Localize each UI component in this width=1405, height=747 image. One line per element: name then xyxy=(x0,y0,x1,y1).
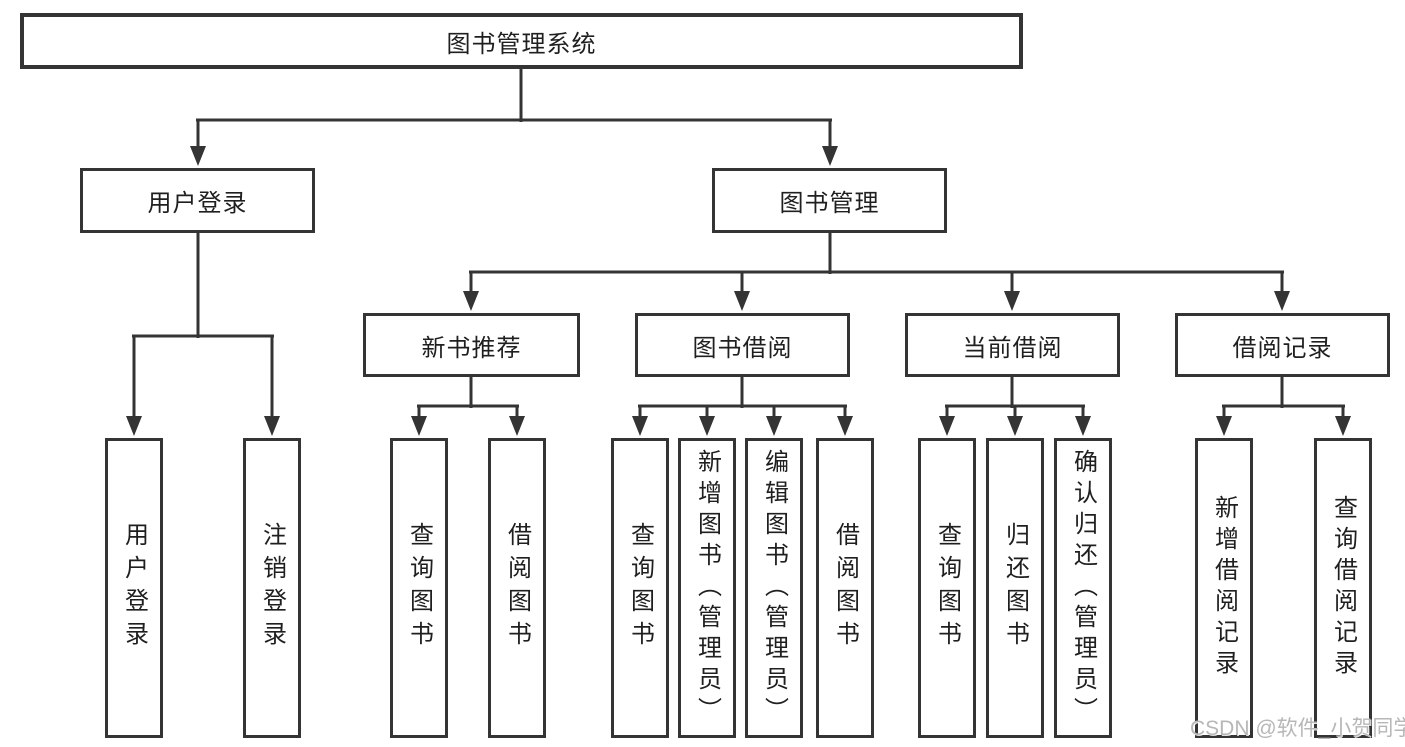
arrowhead-down-icon xyxy=(837,416,853,436)
arrowhead-down-icon xyxy=(632,416,648,436)
arrowhead-down-icon xyxy=(1274,291,1290,311)
arrowhead-down-icon xyxy=(411,416,427,436)
arrowhead-down-icon xyxy=(463,291,479,311)
csdn-watermark: CSDN @软件_小贺同学 xyxy=(1190,717,1405,740)
leaf-user-login: 用户登录 xyxy=(105,438,163,738)
arrowhead-down-icon xyxy=(1007,416,1023,436)
arrowhead-down-icon xyxy=(822,146,838,166)
leaf-borrow-book: 借阅图书 xyxy=(816,438,874,738)
leaf-logout: 注销登录 xyxy=(243,438,301,738)
leaf-borrow-book-recommend: 借阅图书 xyxy=(488,438,546,738)
arrowhead-down-icon xyxy=(264,416,280,436)
node-group-new-book-recommend: 新书推荐 xyxy=(363,313,580,377)
leaf-confirm-return-admin: 确认归还（管理员） xyxy=(1054,438,1112,738)
arrowhead-down-icon xyxy=(509,416,525,436)
node-group-current-borrow: 当前借阅 xyxy=(905,313,1120,377)
node-book-management-branch: 图书管理 xyxy=(712,168,947,233)
arrowhead-down-icon xyxy=(126,416,142,436)
arrowhead-down-icon xyxy=(734,291,750,311)
arrowhead-down-icon xyxy=(1335,416,1351,436)
node-group-book-borrow: 图书借阅 xyxy=(635,313,850,377)
arrowhead-down-icon xyxy=(699,416,715,436)
arrowhead-down-icon xyxy=(190,146,206,166)
leaf-query-books-borrow: 查询图书 xyxy=(611,438,669,738)
leaf-query-books-recommend: 查询图书 xyxy=(390,438,448,738)
arrowhead-down-icon xyxy=(1216,416,1232,436)
leaf-add-borrow-record: 新增借阅记录 xyxy=(1195,438,1253,738)
node-library-system-root: 图书管理系统 xyxy=(20,13,1023,69)
leaf-query-borrow-record: 查询借阅记录 xyxy=(1314,438,1372,738)
leaf-add-book-admin: 新增图书（管理员） xyxy=(678,438,736,738)
leaf-edit-book-admin: 编辑图书（管理员） xyxy=(745,438,803,738)
leaf-query-books-current: 查询图书 xyxy=(918,438,976,738)
arrowhead-down-icon xyxy=(1004,291,1020,311)
arrowhead-down-icon xyxy=(766,416,782,436)
arrowhead-down-icon xyxy=(939,416,955,436)
node-user-login-branch: 用户登录 xyxy=(80,168,315,233)
node-group-borrow-records: 借阅记录 xyxy=(1175,313,1390,377)
arrowhead-down-icon xyxy=(1075,416,1091,436)
leaf-return-book: 归还图书 xyxy=(986,438,1044,738)
